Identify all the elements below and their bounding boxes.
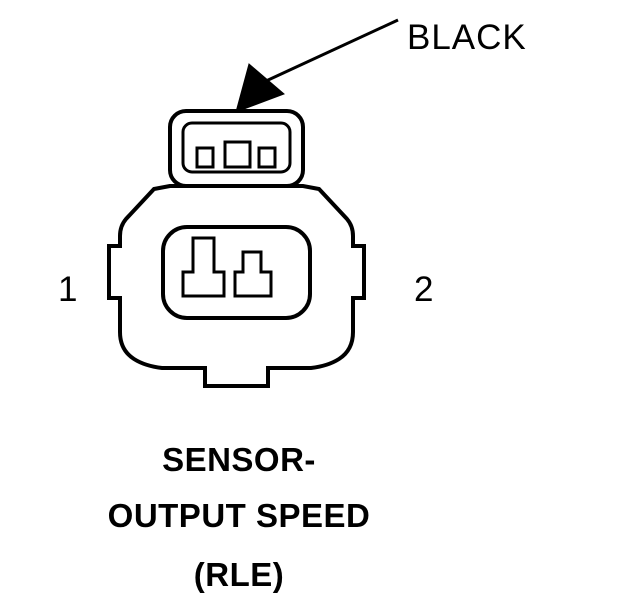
caption-line-1: SENSOR- xyxy=(162,441,316,478)
pin-number-2: 2 xyxy=(414,270,434,309)
wire-pointer-arrow xyxy=(235,18,399,113)
terminal-pin-2 xyxy=(233,250,273,298)
caption-line-2: OUTPUT SPEED xyxy=(107,497,371,534)
lock-tab-right xyxy=(257,146,277,169)
lock-tab-center xyxy=(223,140,252,169)
wire-color-label: BLACK xyxy=(407,18,527,57)
terminal-pin-1 xyxy=(181,236,226,298)
pin-number-1: 1 xyxy=(58,270,78,309)
lock-tab-left xyxy=(195,146,215,169)
caption-line-3: (RLE) xyxy=(193,556,285,593)
